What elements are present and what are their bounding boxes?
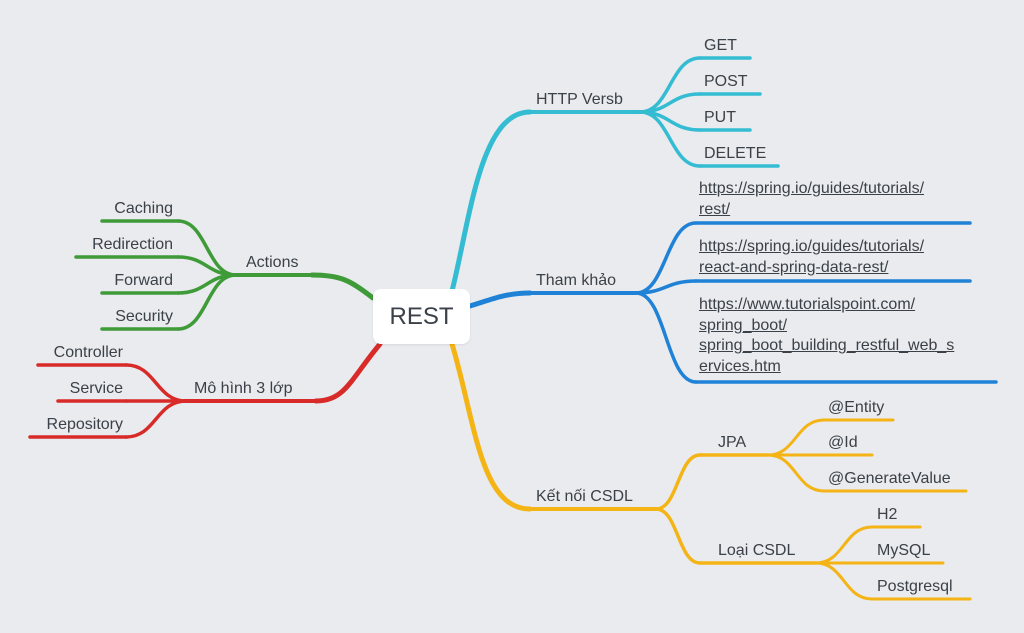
leaf-security[interactable]: Security [115, 308, 173, 325]
link-line: react-and-spring-data-rest/ [699, 258, 889, 276]
leaf-entity[interactable]: @Entity [828, 399, 885, 416]
leaf-controller[interactable]: Controller [53, 344, 123, 361]
root-node[interactable]: REST [373, 289, 470, 344]
link-spring-react[interactable]: https://spring.io/guides/tutorials/ reac… [699, 237, 969, 278]
connector-jpa-leaf [766, 453, 826, 493]
connector-root-mohinh [313, 341, 383, 404]
root-node-label: REST [389, 302, 454, 330]
link-line: spring_boot_building_restful_web_s [699, 337, 955, 354]
link-line: https://spring.io/guides/tutorials/ [699, 180, 925, 197]
connector-root-thamkhao [467, 290, 533, 309]
connector-loai-leaf [814, 525, 874, 565]
link-line: https://www.tutorialspoint.com/ [699, 296, 916, 313]
connector-root-csdl [449, 341, 533, 512]
subbranch-loai-csdl[interactable]: Loại CSDL [718, 542, 796, 559]
connector-mohinh-leaf [124, 399, 188, 439]
leaf-mysql[interactable]: MySQL [877, 542, 931, 559]
connector-http-leaf [638, 110, 702, 168]
connector-csdl-loai [654, 507, 702, 565]
connector-loai-leaf [814, 561, 874, 601]
branch-ket-noi-csdl[interactable]: Kết nối CSDL [536, 488, 633, 505]
leaf-generate-value[interactable]: @GenerateValue [828, 470, 951, 487]
leaf-service[interactable]: Service [69, 380, 123, 397]
connector-root-actions [309, 272, 376, 301]
link-line: spring_boot/ [699, 316, 788, 334]
connector-thamkhao-link [634, 291, 698, 384]
subbranch-jpa[interactable]: JPA [718, 434, 747, 451]
connector-root-http [449, 109, 533, 294]
connector-mohinh-leaf [124, 363, 188, 403]
leaf-repository[interactable]: Repository [46, 416, 123, 433]
branch-actions[interactable]: Actions [246, 254, 299, 271]
connector-thamkhao-link [634, 279, 698, 295]
connector-thamkhao-link [634, 221, 698, 295]
connector-jpa-leaf [766, 418, 826, 457]
connector-actions-leaf [176, 273, 238, 331]
link-line: rest/ [699, 200, 731, 218]
branch-http-verbs[interactable]: HTTP Versb [536, 91, 623, 108]
leaf-postgresql[interactable]: Postgresql [877, 578, 953, 595]
leaf-forward[interactable]: Forward [114, 272, 173, 289]
leaf-caching[interactable]: Caching [114, 200, 173, 217]
link-line: https://spring.io/guides/tutorials/ [699, 238, 925, 255]
leaf-put[interactable]: PUT [704, 109, 736, 126]
link-line: ervices.htm [699, 357, 781, 375]
connector-csdl-jpa [654, 453, 702, 511]
leaf-get[interactable]: GET [704, 37, 737, 54]
leaf-id[interactable]: @Id [828, 434, 858, 451]
leaf-post[interactable]: POST [704, 73, 748, 90]
branch-mo-hinh-3-lop[interactable]: Mô hình 3 lớp [194, 380, 293, 397]
branch-tham-khao[interactable]: Tham khảo [536, 272, 617, 289]
leaf-h2[interactable]: H2 [877, 506, 898, 523]
link-spring-rest[interactable]: https://spring.io/guides/tutorials/ rest… [699, 179, 969, 220]
leaf-delete[interactable]: DELETE [704, 145, 767, 162]
link-tutorialspoint[interactable]: https://www.tutorialspoint.com/ spring_b… [699, 295, 994, 377]
leaf-redirection[interactable]: Redirection [92, 236, 173, 253]
